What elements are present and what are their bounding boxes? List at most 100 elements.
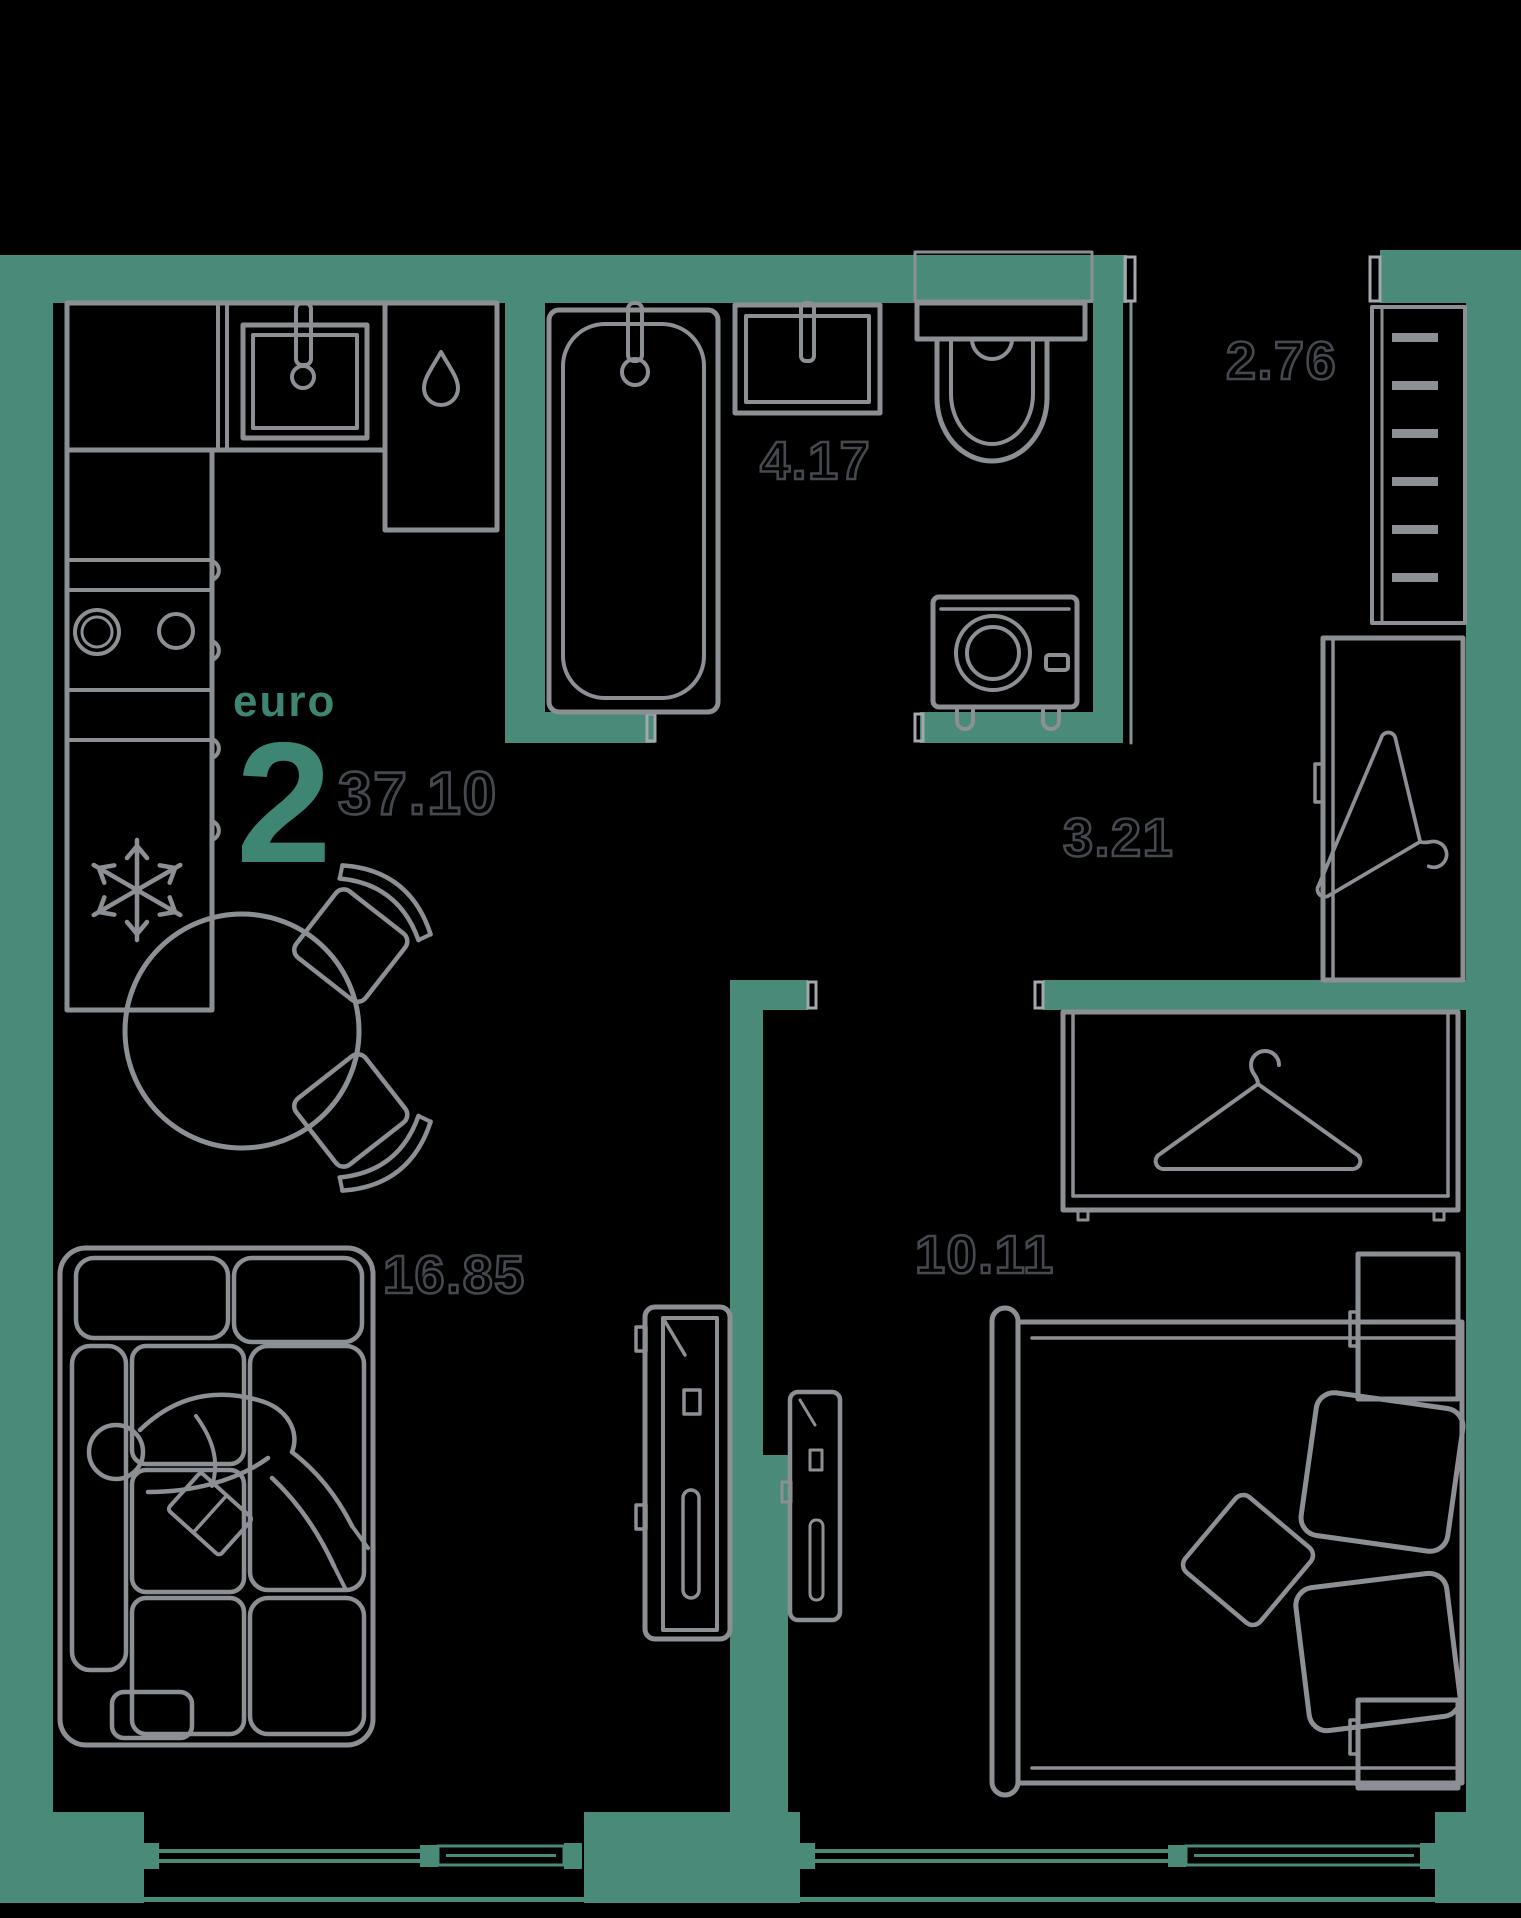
top-wall-left [0,255,1127,303]
kitchen [64,300,500,1013]
entrance-door-jamb-left [1123,255,1137,303]
sofa [57,1245,376,1748]
hinge-bump [210,639,221,662]
kitchen-cabinet-deep [382,300,500,533]
bathroom-sink-basin [744,314,871,404]
chair [292,863,433,1004]
pillow-small [1180,1492,1316,1628]
bedroom-door-jamb-left [806,980,818,1010]
balcony-door-line [446,1854,556,1857]
shelf-bar [1392,477,1438,486]
stove-burners-icon [73,608,195,656]
shelf-bar [1392,381,1438,390]
living-room [57,863,733,1748]
bathroom-right-wall [1093,255,1123,743]
bedroom [780,1009,1466,1798]
hinge-bump [210,559,221,582]
person-leg [289,1449,355,1529]
tv-mount-tab [634,1325,648,1353]
dining-table [122,911,362,1151]
door-jambs [645,255,1382,1010]
bed-frame [1015,1319,1465,1786]
toilet-cistern [914,300,1088,342]
wardrobe-foot [1432,1208,1446,1222]
bedroom-top-wall-right [1043,980,1466,1010]
entrance-hall-area-label: 2.76 [1226,331,1337,391]
window-glazing-line [157,1859,422,1863]
person-foot [350,1524,370,1550]
toilet-bowl-inner [949,337,1035,446]
bathroom-faucet-icon [799,301,816,363]
shelving-unit [1370,305,1467,625]
kitchen-faucet-knob [290,364,316,390]
bedroom-window [795,1812,1440,1903]
washer-panel [1044,653,1070,672]
person-torso [137,1392,297,1455]
living-tv-unit [634,1304,733,1642]
window-frame-block [1420,1843,1438,1869]
hinge-bump [210,737,221,760]
snowflake-icon [91,837,183,943]
pillow [1298,1390,1466,1554]
hanger-icon [1315,730,1449,899]
bottom-pier-right [1440,1812,1521,1903]
person-leg [269,1475,337,1569]
left-wall [0,255,53,1812]
bathroom-bottom-wall-right [920,712,1123,743]
water-drop-icon [422,350,460,407]
rooms-count-label: 2 [236,707,332,899]
window-frame-block [564,1843,582,1869]
kitchen-sink-basin [251,333,359,430]
pillow [1293,1570,1463,1734]
hinge-bump [210,819,221,842]
tv-screen [661,1316,719,1632]
bathroom-left-wall [505,303,545,743]
bathroom [546,250,1094,731]
window-sill [139,1897,589,1902]
bottom-pier-left [0,1812,139,1903]
window-sill [795,1897,1440,1902]
bedroom-area-label: 10.11 [915,1225,1055,1285]
window-mullion [420,1845,438,1867]
hallway-area-label: 3.21 [1063,808,1174,868]
window-glazing-line [815,1849,1170,1853]
balcony-door-line [1194,1854,1414,1857]
labels: euro 2 37.10 4.17 2.76 3.21 16.85 10.11 [233,330,1337,1307]
bedroom-tv-unit [780,1389,843,1623]
living-kitchen-area-label: 16.85 [383,1245,526,1305]
kitchen-column [64,447,215,1013]
person-arm [194,1414,218,1488]
sofa-armrest [69,1343,129,1673]
tv-mount-tab [780,1480,793,1504]
chair [292,1052,433,1193]
sofa-seat-cushion [129,1343,247,1467]
toilet-flush [970,337,1014,361]
entrance-door-jamb-right [1368,255,1382,303]
toilet-bowl [934,336,1050,464]
person-reading [86,1392,370,1592]
window-mullion [1168,1845,1186,1867]
washer-door-icon [954,614,1032,692]
bathtub-faucet-knob [620,357,650,387]
wardrobe-foot [1076,1208,1090,1222]
bedroom-door-jamb-right [1033,980,1045,1010]
person-foot [332,1564,348,1592]
bedroom-top-wall-left [730,980,808,1010]
bathroom-door-jamb-right [913,712,925,743]
sofa-ottoman [109,1689,195,1741]
window-niche-edge [584,1812,589,1903]
window-frame-block [797,1843,815,1869]
bedside-handle [1348,1310,1360,1348]
bedroom-wardrobe [1060,1009,1461,1213]
walls [0,250,1521,1903]
plan-type-label: euro [233,677,336,726]
book [166,1471,254,1557]
living-bedroom-divider-wall [730,980,763,1812]
washing-machine [930,594,1080,731]
bed [989,1305,1466,1798]
bathtub-basin [561,322,706,700]
hall-wardrobe-handle [1313,762,1325,804]
window-frame-block [141,1843,159,1869]
